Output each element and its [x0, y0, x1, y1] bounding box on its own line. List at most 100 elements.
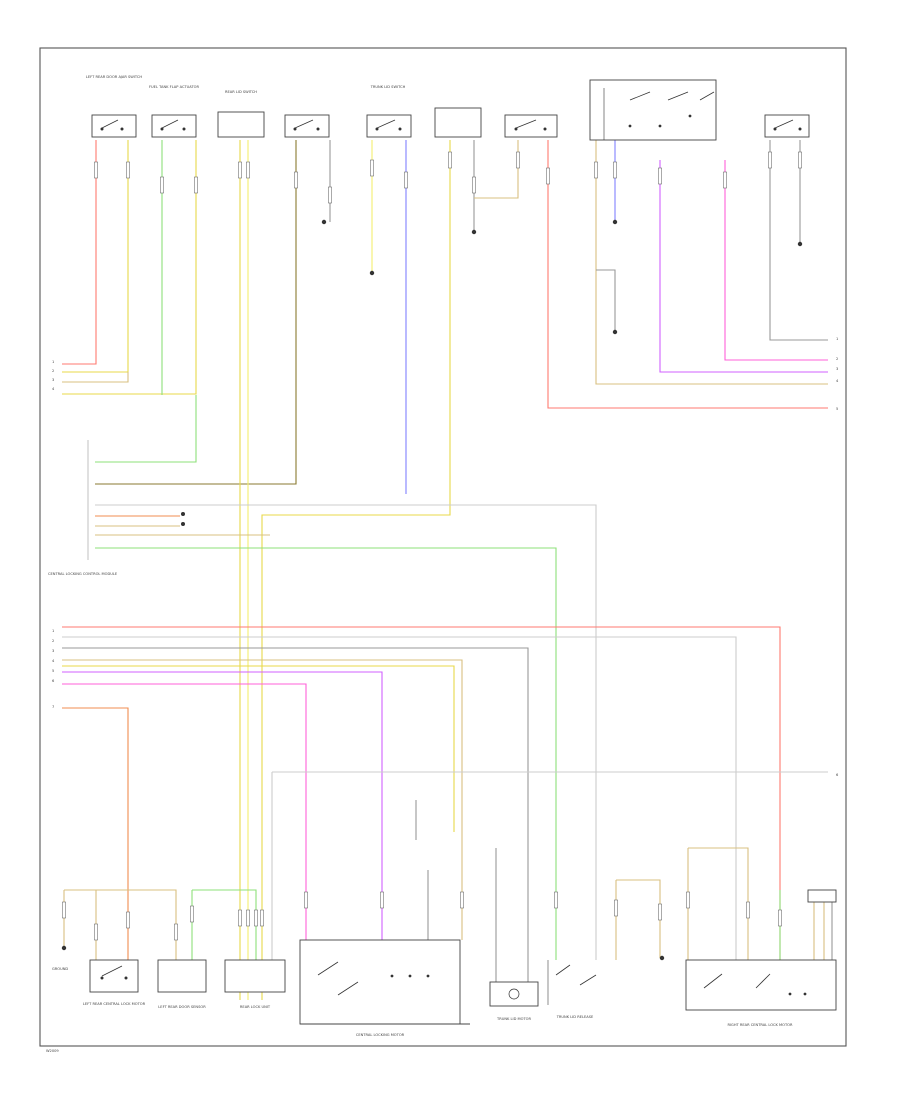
bottom-central-motor-label: CENTRAL LOCKING MOTOR [356, 1033, 405, 1037]
wire-red-28 [62, 626, 781, 960]
terminal-30 [380, 891, 384, 909]
left-connector-2: 1 2 3 4 5 6 7 [52, 629, 55, 709]
terminal-19 [798, 151, 802, 169]
wire-orange-35 [62, 707, 129, 960]
wires [62, 140, 833, 1000]
top-component-9 [764, 114, 810, 138]
right-connector: 1 2 3 4 5 6 [836, 337, 839, 777]
terminal-10 [448, 151, 452, 169]
bottom-component-3: REAR LOCK UNIT [224, 959, 286, 1009]
terminal-27 [254, 909, 258, 927]
svg-text:4: 4 [836, 379, 839, 383]
wire-yellow-32 [62, 665, 455, 832]
bottom-ground-label: GROUND [52, 967, 68, 971]
terminal-34 [658, 903, 662, 921]
terminal-16 [658, 167, 662, 185]
terminal-37 [778, 909, 782, 927]
svg-text:5: 5 [52, 669, 54, 673]
terminal-13 [546, 167, 550, 185]
wire-tan-39 [64, 889, 177, 960]
terminal-7 [328, 186, 332, 204]
wire-red-15 [547, 140, 828, 409]
bottom-switch-group-label: TRUNK LID RELEASE [556, 1015, 594, 1019]
terminal-35 [686, 891, 690, 909]
terminal-1 [126, 161, 130, 179]
wire-green-41 [192, 889, 257, 960]
wire-tan-2 [62, 372, 129, 383]
bottom-component-3-label: REAR LOCK UNIT [240, 1005, 271, 1009]
top-component-3-label: REAR LID SWITCH [225, 90, 257, 94]
svg-text:1: 1 [52, 360, 54, 364]
terminal-6 [294, 171, 298, 189]
terminal-15 [613, 161, 617, 179]
bottom-central-motor: CENTRAL LOCKING MOTOR [299, 939, 470, 1037]
wire-green-16 [95, 547, 557, 960]
svg-text:6: 6 [836, 773, 839, 777]
svg-text:7: 7 [52, 705, 54, 709]
bottom-component-2-label: LEFT REAR DOOR SENSOR [158, 1005, 206, 1009]
svg-text:2: 2 [836, 357, 838, 361]
svg-text:1: 1 [836, 337, 838, 341]
svg-text:3: 3 [836, 367, 838, 371]
terminal-24 [190, 905, 194, 923]
terminal-26 [246, 909, 250, 927]
wire-lightgray-29 [62, 636, 737, 960]
top-component-1: LEFT REAR DOOR AJAR SWITCH [86, 75, 142, 138]
bottom-right-connector [807, 889, 837, 903]
bottom-ground-left: GROUND [52, 945, 68, 971]
bottom-component-1: LEFT REAR CENTRAL LOCK MOTOR [83, 959, 146, 1006]
control-module-label: CENTRAL LOCKING CONTROL MODULE [48, 572, 118, 576]
terminal-23 [174, 923, 178, 941]
top-component-4 [284, 114, 330, 138]
bottom-switch-group: TRUNK LID RELEASE [547, 960, 597, 1019]
corner-label: W2009 [46, 1049, 59, 1053]
top-component-7 [504, 114, 558, 138]
svg-text:6: 6 [52, 679, 55, 683]
wire-tan-21 [595, 140, 828, 385]
ground-symbols-top [321, 219, 803, 335]
terminal-28 [260, 909, 264, 927]
terminal-9 [404, 171, 408, 189]
wire-gray-30 [62, 647, 529, 985]
terminal-32 [554, 891, 558, 909]
wire-violet-33 [62, 671, 383, 940]
bottom-ground-mid [659, 955, 665, 961]
splice-connector [181, 512, 185, 526]
bottom-motor-small: TRUNK LID MOTOR [489, 981, 539, 1021]
diagram-frame [39, 47, 847, 1047]
top-component-2-label: FUEL TANK FLAP ACTUATOR [149, 85, 200, 89]
top-component-2: FUEL TANK FLAP ACTUATOR [149, 85, 200, 138]
wire-magenta-34 [62, 683, 307, 940]
wire-tan-45 [688, 847, 749, 960]
terminal-12 [516, 151, 520, 169]
terminal-11 [472, 176, 476, 194]
terminal-20 [62, 901, 66, 919]
terminal-25 [238, 909, 242, 927]
top-relay-block [589, 79, 717, 141]
wire-tan-31 [62, 659, 463, 940]
top-component-5-label: TRUNK LID SWITCH [370, 85, 406, 89]
svg-text:4: 4 [52, 659, 55, 663]
bottom-motor-small-label: TRUNK LID MOTOR [496, 1017, 531, 1021]
svg-text:3: 3 [52, 649, 54, 653]
terminal-18 [768, 151, 772, 169]
terminal-8 [370, 159, 374, 177]
wire-violet-24 [659, 160, 828, 373]
terminal-17 [723, 171, 727, 189]
wire-gray-26 [769, 140, 828, 341]
svg-text:2: 2 [52, 639, 54, 643]
wire-lightgray-17 [95, 504, 597, 960]
top-component-3: REAR LID SWITCH [217, 90, 265, 138]
top-component-1-label: LEFT REAR DOOR AJAR SWITCH [86, 75, 142, 79]
top-component-5: TRUNK LID SWITCH [366, 85, 412, 138]
terminal-36 [746, 901, 750, 919]
svg-text:5: 5 [836, 407, 838, 411]
terminal-14 [594, 161, 598, 179]
terminal-33 [614, 899, 618, 917]
bottom-right-module: RIGHT REAR CENTRAL LOCK MOTOR [685, 959, 837, 1027]
wire-green-5 [95, 395, 197, 463]
terminal-0 [94, 161, 98, 179]
wire-yellow-12 [261, 140, 451, 1000]
left-connector-1: 1 2 3 4 [52, 360, 55, 391]
